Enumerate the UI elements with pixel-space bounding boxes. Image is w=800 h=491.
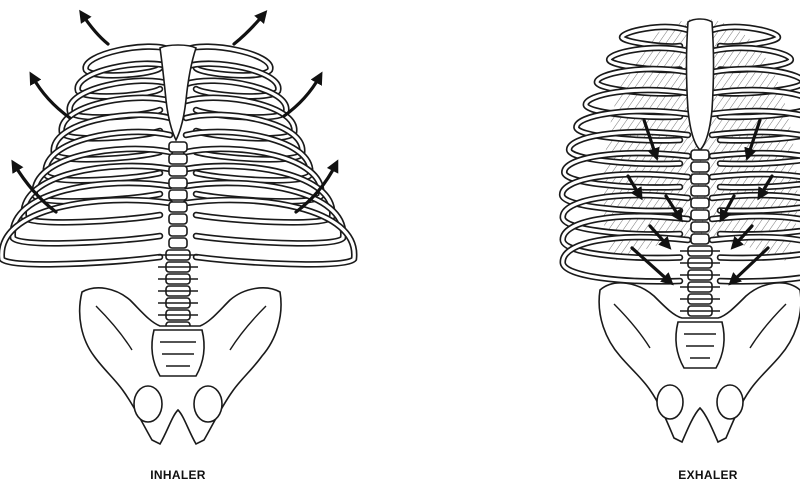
- inhale-vertebra: [169, 190, 187, 200]
- exhale-vertebra: [691, 222, 709, 232]
- inhale-vertebra: [169, 238, 187, 248]
- exhale-vertebra: [691, 186, 709, 196]
- exhale-caption: EXHALER: [678, 468, 737, 482]
- exhale-arrow-9: [632, 248, 670, 282]
- inhale-arrow-up-right: [234, 14, 264, 44]
- inhale-caption: INHALER: [150, 468, 205, 482]
- exhale-figure: [562, 18, 800, 442]
- exhale-vertebra: [691, 198, 709, 208]
- inhale-sternum: [160, 45, 196, 140]
- exhale-vertebra: [691, 174, 709, 184]
- inhale-arrow-mid-left: [32, 76, 70, 118]
- inhale-arrow-mid-right: [284, 76, 320, 116]
- inhale-vertebra: [169, 226, 187, 236]
- inhale-vertebra: [169, 142, 187, 152]
- exhale-vertebra: [691, 210, 709, 220]
- exhale-arrow-10: [732, 248, 768, 282]
- exhale-vertebra: [691, 234, 709, 244]
- inhale-figure: [2, 14, 354, 444]
- inhale-vertebra: [169, 202, 187, 212]
- inhale-vertebra: [169, 214, 187, 224]
- inhale-vertebra: [169, 166, 187, 176]
- inhale-arrow-up-left: [82, 14, 108, 44]
- inhale-vertebra: [169, 154, 187, 164]
- inhale-vertebra: [169, 178, 187, 188]
- exhale-sternum: [687, 19, 714, 150]
- exhale-vertebra: [691, 162, 709, 172]
- exhale-vertebra: [691, 150, 709, 160]
